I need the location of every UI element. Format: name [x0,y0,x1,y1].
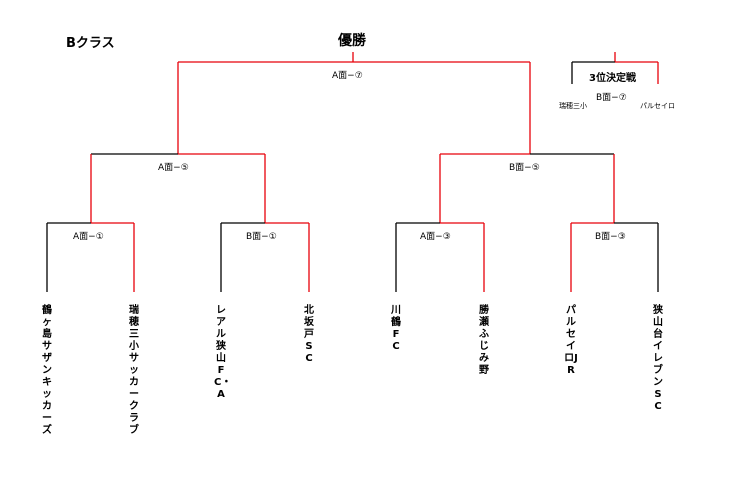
team-4: 北坂戸SC [304,305,314,364]
team-5: 川鶴 FC [391,305,411,352]
third-place-match: B面−⑦ [596,93,627,103]
third-place-right-team: パルセイロ [640,102,675,110]
third-place-left-team: 瑞穂三小 [559,102,587,110]
match-final: A面−⑦ [332,71,363,81]
team-3: レアル狭山FC・A [214,305,232,400]
team-8: 狭山台イレブンSC [653,305,663,412]
team-1: 鶴ヶ島サザンキッカーズ [42,305,52,436]
match-q2: B面−① [246,232,277,242]
team-7: パルセイロJR [564,305,578,376]
match-semi-right: B面−⑤ [509,163,540,173]
match-q4: B面−③ [595,232,626,242]
match-q1: A面−① [73,232,104,242]
team-6: 勝瀬ふじみ野 [479,305,489,376]
third-place-title: 3位決定戦 [589,73,636,84]
class-title: Bクラス [66,36,115,51]
champion-title: 優勝 [338,33,366,49]
match-semi-left: A面−⑤ [158,163,189,173]
team-2: 瑞穂三小サッカークラブ [129,305,139,436]
match-q3: A面−③ [420,232,451,242]
